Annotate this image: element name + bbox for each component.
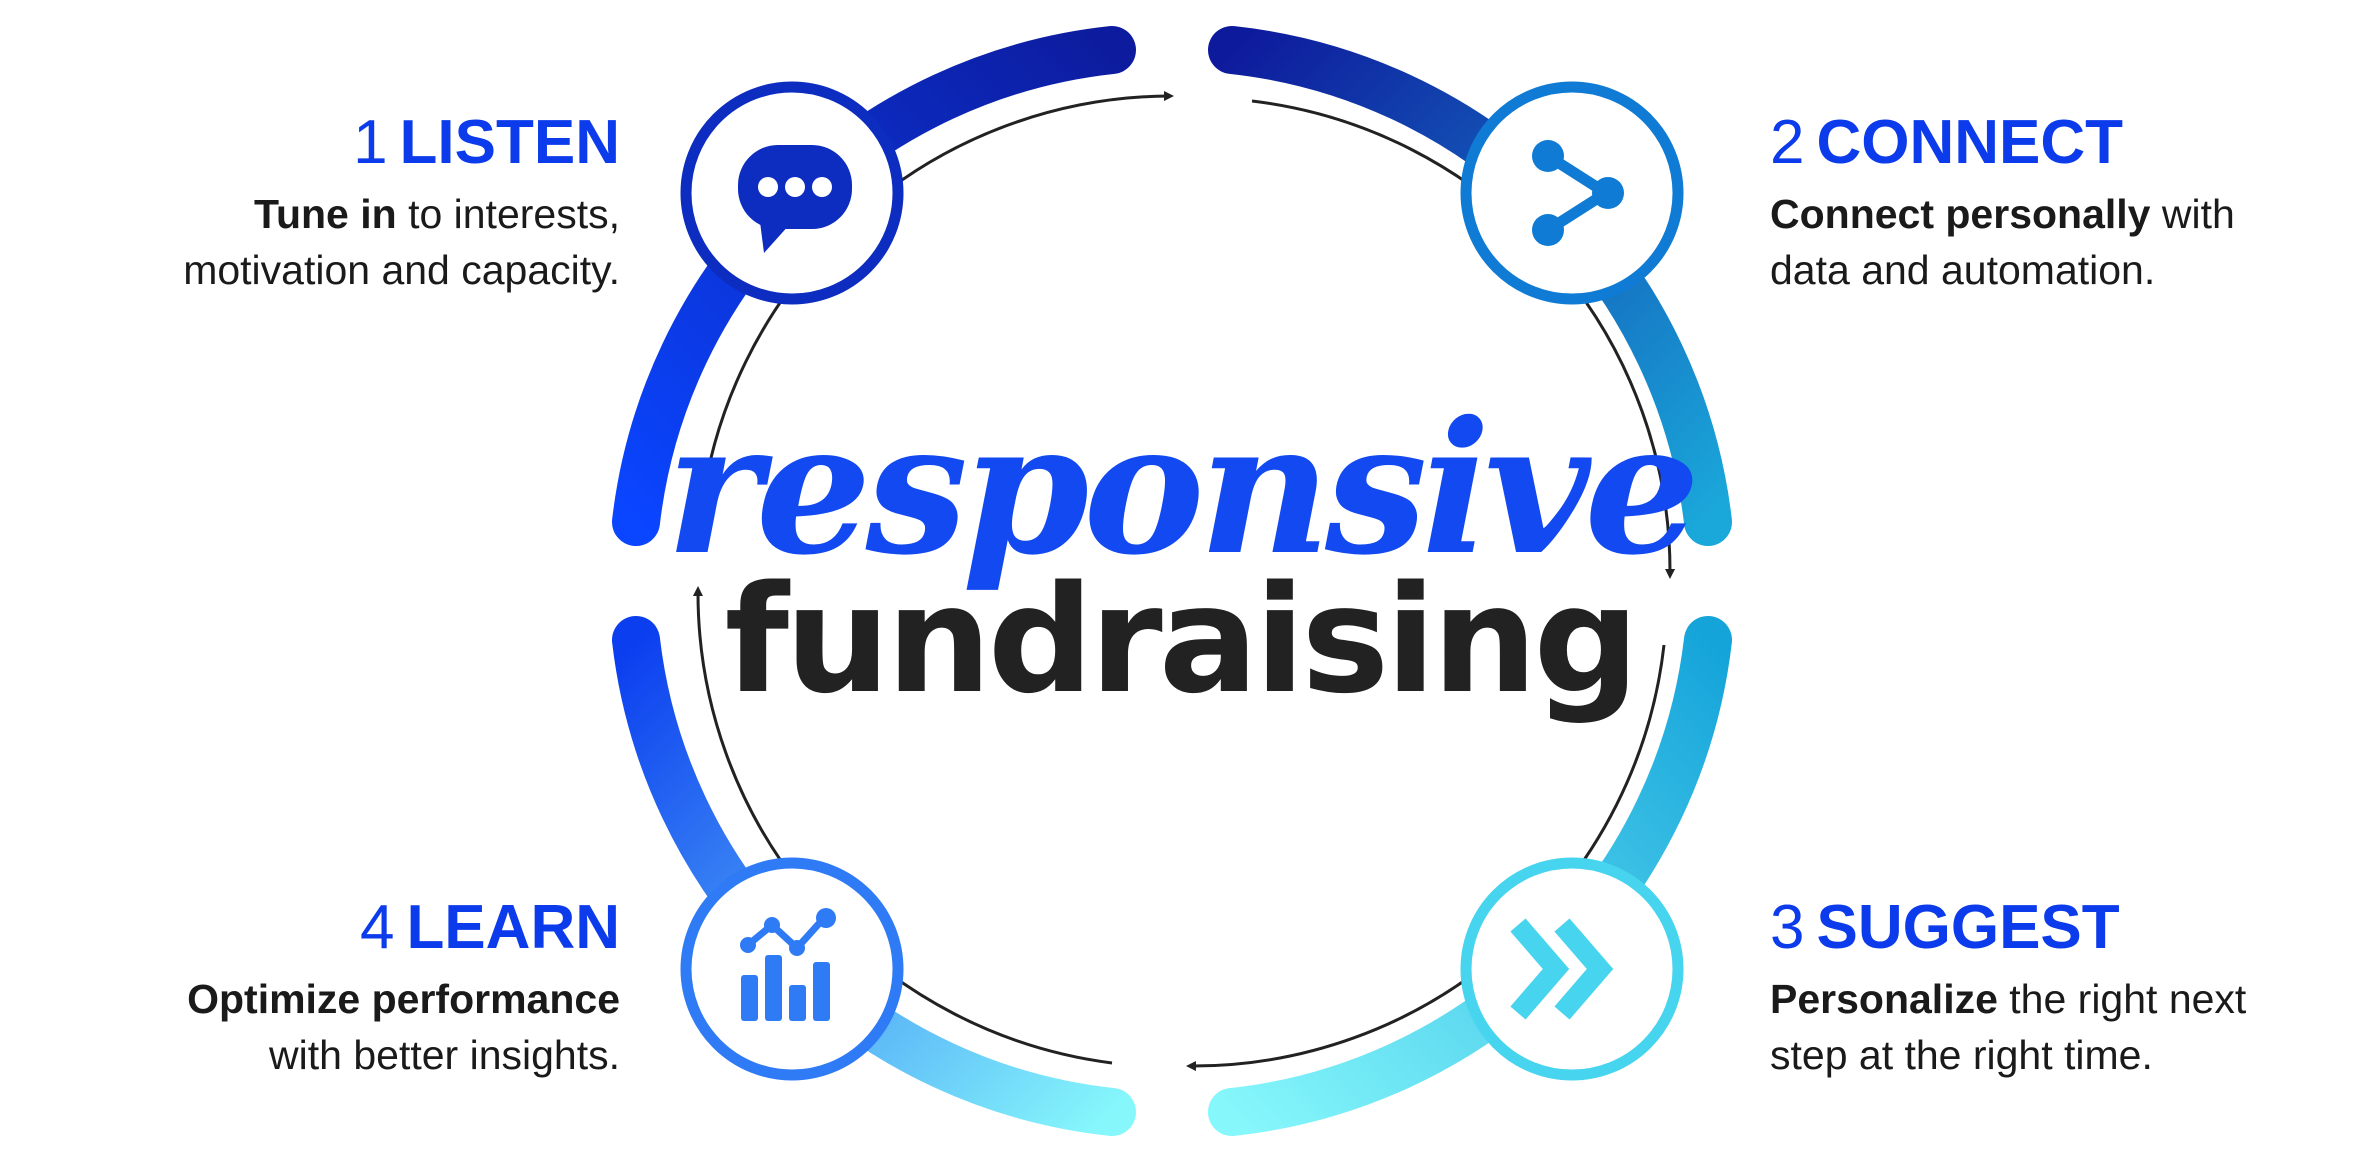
double-chevron-right-icon (1510, 918, 1614, 1020)
fundraising-title: fundraising (724, 554, 1640, 726)
chat-bubble-icon (738, 145, 852, 253)
step-4-number: 4 (359, 893, 395, 962)
step-3-desc-line2: step at the right time. (1770, 1032, 2153, 1078)
step-4-description: Optimize performance with better insights… (0, 971, 620, 1083)
step-1-description: Tune in to interests, motivation and capa… (0, 186, 620, 298)
step-2-desc-line2: data and automation. (1770, 247, 2156, 293)
step-3-description: Personalize the right next step at the ri… (1770, 971, 2360, 1083)
step-4-desc-bold: Optimize performance (187, 976, 620, 1022)
step-1-desc-line2: motivation and capacity. (183, 247, 620, 293)
step-4-desc-line2: with better insights. (269, 1032, 620, 1078)
step-2-description: Connect personally with data and automati… (1770, 186, 2360, 298)
bar-chart-trend-icon (740, 908, 836, 1021)
step-1-desc-rest: to interests, (396, 191, 620, 237)
step-1-icon-badge (680, 81, 904, 305)
step-2-desc-rest: with (2150, 191, 2235, 237)
step-2-icon-badge (1460, 81, 1684, 305)
step-1-desc-bold: Tune in (253, 191, 397, 237)
responsive-script-title: responsive (665, 381, 1700, 595)
step-2-number: 2 (1770, 108, 1805, 177)
step-3-icon-badge (1460, 857, 1684, 1081)
share-nodes-icon (1532, 140, 1624, 246)
step-3-title: SUGGEST (1816, 893, 2120, 962)
step-2-desc-bold: Connect personally (1770, 191, 2151, 237)
step-3-desc-rest: the right next (1997, 976, 2247, 1022)
step-1-number: 1 (353, 108, 388, 177)
step-3-number: 3 (1770, 893, 1805, 962)
step-4-title: LEARN (406, 893, 620, 962)
step-2-title: CONNECT (1816, 108, 2124, 177)
step-4-icon-badge (680, 857, 904, 1081)
step-1-title: LISTEN (399, 108, 620, 177)
step-3-desc-bold: Personalize (1770, 976, 1998, 1022)
